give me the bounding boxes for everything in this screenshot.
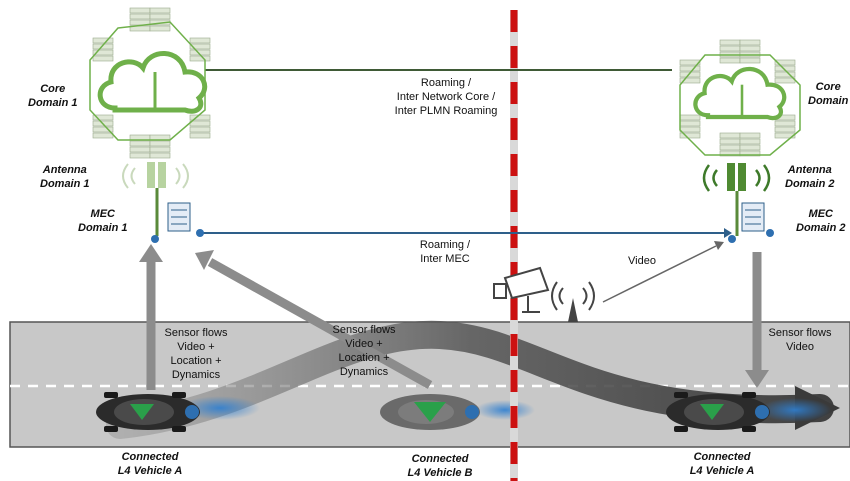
core-cluster-left	[89, 7, 211, 159]
vehicle-a-right	[666, 392, 770, 432]
vehicle-a-right-line-1: Connected	[693, 451, 751, 463]
mec-link-label: Roaming / Inter MEC	[390, 238, 500, 266]
mec-label-right: MEC	[808, 208, 833, 220]
sensor-flow-c-line-2: Video	[786, 341, 814, 353]
sensor-flow-b-line-4: Dynamics	[339, 366, 389, 378]
sensor-flow-a-line-2: Video +	[177, 341, 215, 353]
glow-a-left	[180, 396, 260, 420]
core-link-line-2: Inter Network Core /	[396, 91, 496, 103]
sensor-flow-label-b: Sensor flows Video + Location + Dynamics	[324, 323, 404, 379]
vehicle-a-right-label: Connected L4 Vehicle A	[672, 450, 772, 478]
core-label-right: Core	[815, 81, 841, 93]
mec-link-arrowhead	[724, 228, 732, 238]
vehicle-b	[380, 394, 480, 430]
antenna-left	[122, 162, 189, 236]
mec-domain-1-label: MEC Domain 1	[78, 207, 128, 235]
vehicle-b-label: Connected L4 Vehicle B	[390, 452, 490, 480]
antenna-domain-left: Domain 1	[40, 178, 90, 190]
sensor-flow-a-line-4: Dynamics	[171, 369, 221, 381]
core-link-line-1: Roaming /	[420, 77, 472, 89]
sensor-flow-arrow-c	[745, 252, 769, 388]
sensor-flow-b-line-3: Location +	[338, 352, 390, 364]
sensor-flow-c-line-1: Sensor flows	[768, 327, 832, 339]
mec-node-left-2	[196, 229, 204, 237]
vehicle-trajectory	[106, 320, 834, 439]
sensor-flow-b-line-2: Video +	[345, 338, 383, 350]
sensor-flow-label-c: Sensor flows Video	[760, 326, 840, 354]
mec-domain-2-label: MEC Domain 2	[796, 207, 846, 235]
mec-node-left-1	[151, 235, 159, 243]
core-link-label: Roaming / Inter Network Core / Inter PLM…	[381, 76, 511, 118]
core-link-line-3: Inter PLMN Roaming	[394, 105, 498, 117]
sensor-flow-a-line-3: Location +	[170, 355, 222, 367]
video-link-label: Video	[628, 255, 656, 267]
core-domain-2-label: Core Domain	[808, 80, 848, 108]
mec-link-line-1: Roaming /	[419, 239, 471, 251]
mec-node-right-2	[766, 229, 774, 237]
mec-domain-left: Domain 1	[78, 222, 128, 234]
sensor-flow-label-a: Sensor flows Video + Location + Dynamics	[156, 326, 236, 382]
antenna-domain-2-label: Antenna Domain 2	[785, 163, 835, 191]
vehicle-a-right-line-2: L4 Vehicle A	[689, 465, 755, 477]
mec-server-right	[741, 202, 765, 232]
core-domain-left: Domain 1	[28, 97, 78, 109]
glow-b	[475, 400, 535, 420]
vehicle-b-line-1: Connected	[411, 453, 469, 465]
video-link	[602, 245, 717, 303]
core-domain-right: Domain	[808, 95, 849, 107]
vehicle-a-left-line-1: Connected	[121, 451, 179, 463]
core-label-left: Core	[40, 83, 66, 95]
sensor-flow-arrow-a	[139, 244, 163, 390]
sensor-flow-a-line-1: Sensor flows	[164, 327, 228, 339]
sensor-flow-arrow-b	[195, 250, 433, 389]
mec-node-right-1	[728, 235, 736, 243]
vehicle-a-left	[96, 392, 200, 432]
antenna-domain-right: Domain 2	[785, 178, 835, 190]
camera-tower-icon	[493, 266, 595, 322]
mec-label-left: MEC	[90, 208, 115, 220]
video-link-arrowhead	[714, 241, 724, 250]
mec-link-line-2: Inter MEC	[420, 253, 470, 265]
antenna-label-left: Antenna	[42, 164, 87, 176]
core-domain-1-label: Core Domain 1	[28, 82, 78, 110]
sensor-flow-b-line-1: Sensor flows	[332, 324, 396, 336]
mec-domain-right: Domain 2	[796, 222, 846, 234]
antenna-domain-1-label: Antenna Domain 1	[40, 163, 90, 191]
mec-server-left	[167, 202, 191, 232]
glow-a-right	[759, 398, 831, 422]
core-cluster-right	[679, 39, 801, 157]
vehicle-a-left-label: Connected L4 Vehicle A	[100, 450, 200, 478]
antenna-label-right: Antenna	[787, 164, 832, 176]
vehicle-a-left-line-2: L4 Vehicle A	[117, 465, 183, 477]
antenna-right	[702, 163, 771, 236]
vehicle-b-line-2: L4 Vehicle B	[407, 467, 473, 479]
